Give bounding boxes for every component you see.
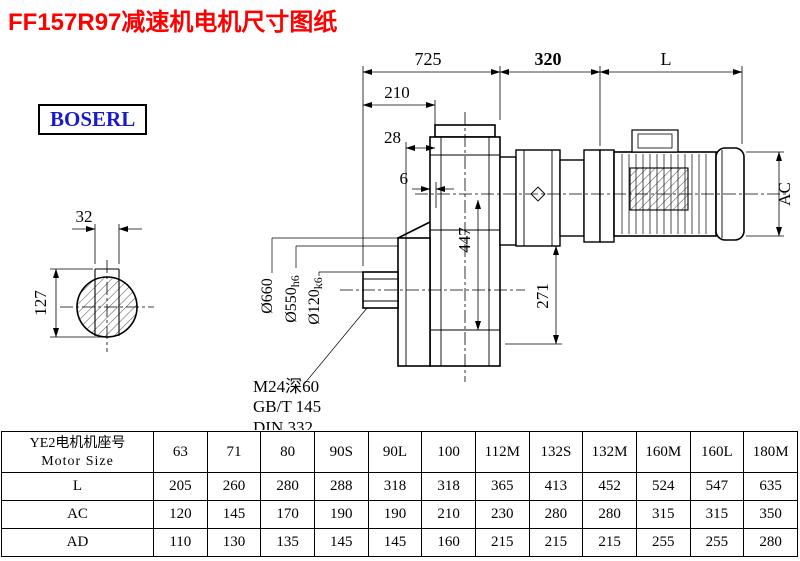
table-cell: 288 (313, 472, 369, 501)
table-cell: 315 (689, 500, 745, 529)
table-cell: 255 (689, 528, 745, 557)
motor-flange (599, 149, 615, 243)
table-cell: 315 (635, 500, 691, 529)
motor (599, 129, 745, 243)
table-cell: 260 (206, 472, 262, 501)
dim-725-label: 725 (415, 49, 442, 69)
output-flange (397, 237, 431, 367)
dim-32: 32 (72, 207, 142, 264)
dim-top-chain: 725 320 L (362, 49, 743, 266)
dim-127-label: 127 (31, 290, 50, 316)
table-cell: 215 (528, 528, 584, 557)
size-col-header: 112M (474, 431, 530, 473)
page-title: FF157R97减速机电机尺寸图纸 (8, 9, 338, 36)
size-col-header: 180M (743, 431, 798, 473)
dim-127: 127 (31, 268, 104, 338)
dia-120-label: Ø120k6 (306, 277, 325, 325)
size-col-header: 160M (635, 431, 691, 473)
dim-28-label: 28 (384, 128, 401, 147)
size-col-header: 80 (260, 431, 315, 473)
gearbox-body (362, 124, 501, 367)
size-col-header: 132S (528, 431, 584, 473)
header-label-cn: YE2电机机座号 (29, 435, 126, 451)
table-header-motor-size: YE2电机机座号 Motor Size (1, 431, 154, 473)
table-cell: 145 (367, 528, 423, 557)
table-row-AD: AD 110 130 135 145 145 160 215 215 215 2… (1, 528, 798, 557)
table-cell: 280 (582, 500, 637, 529)
dim-320-label: 320 (535, 49, 562, 69)
dim-6-label: 6 (400, 169, 409, 188)
table-cell: 170 (260, 500, 315, 529)
table-cell: 255 (635, 528, 691, 557)
table-cell: 318 (367, 472, 423, 501)
dim-28: 28 (384, 128, 436, 238)
size-col-header: 63 (153, 431, 208, 473)
brand-logo: BOSERL (38, 104, 148, 135)
table-cell: 350 (743, 500, 798, 529)
table-cell: 130 (206, 528, 262, 557)
standard-din: DIN 332 (253, 418, 313, 430)
size-col-header: 100 (421, 431, 476, 473)
table-cell: 135 (260, 528, 315, 557)
dim-6: 6 (400, 169, 454, 208)
table-cell: 635 (743, 472, 798, 501)
dim-447-label: 447 (455, 227, 474, 253)
table-cell: 160 (421, 528, 476, 557)
dim-L-label: L (661, 49, 672, 69)
table-cell: 190 (367, 500, 423, 529)
dim-447: 447 (455, 199, 482, 331)
table-cell: 215 (474, 528, 530, 557)
table-cell: 280 (528, 500, 584, 529)
table-cell: 190 (313, 500, 369, 529)
table-cell: 145 (313, 528, 369, 557)
table-row-L: L 205 260 280 288 318 318 365 413 452 52… (1, 472, 798, 501)
table-cell: 230 (474, 500, 530, 529)
size-col-header: 90L (367, 431, 423, 473)
size-col-header: 132M (582, 431, 637, 473)
size-col-header: 160L (689, 431, 745, 473)
thread-spec: M24深60 (253, 377, 319, 396)
table-header-row: YE2电机机座号 Motor Size 63 71 80 90S 90L 100… (1, 431, 798, 473)
table-cell: 205 (153, 472, 208, 501)
size-col-header: 90S (313, 431, 369, 473)
table-cell: 280 (743, 528, 798, 557)
adapter-housing (499, 149, 601, 247)
table-cell: 145 (206, 500, 262, 529)
dim-ac: AC (746, 151, 794, 237)
table-cell: 365 (474, 472, 530, 501)
table-cell: 110 (153, 528, 208, 557)
header-label-en: Motor Size (41, 453, 114, 469)
dim-210: 210 (362, 83, 436, 125)
motor-size-table: YE2电机机座号 Motor Size 63 71 80 90S 90L 100… (1, 431, 798, 557)
table-cell: 524 (635, 472, 691, 501)
centerlines (60, 112, 788, 382)
dim-32-label: 32 (76, 207, 93, 226)
size-col-header: 71 (206, 431, 262, 473)
row-label: AC (1, 500, 154, 529)
dim-210-label: 210 (384, 83, 410, 102)
thread-note: M24深60 GB/T 145 DIN 332 (253, 307, 368, 430)
dim-ac-label: AC (775, 182, 794, 206)
row-label: AD (1, 528, 154, 557)
table-cell: 210 (421, 500, 476, 529)
table-cell: 120 (153, 500, 208, 529)
table-cell: 318 (421, 472, 476, 501)
dimension-drawing: 32 127 725 320 L 210 28 6 (31, 49, 794, 430)
table-cell: 547 (689, 472, 745, 501)
dia-660-label: Ø660 (259, 278, 276, 314)
table-cell: 280 (260, 472, 315, 501)
motor-core-section (629, 167, 689, 211)
table-cell: 413 (528, 472, 584, 501)
standard-gbt: GB/T 145 (253, 397, 321, 416)
dim-271-label: 271 (533, 283, 552, 309)
table-row-AC: AC 120 145 170 190 190 210 230 280 280 3… (1, 500, 798, 529)
diameter-callouts: Ø660 Ø550h6 Ø120k6 (259, 237, 398, 325)
dia-550-label: Ø550h6 (283, 275, 302, 323)
table-cell: 452 (582, 472, 637, 501)
row-label: L (1, 472, 154, 501)
dim-271: 271 (505, 245, 562, 345)
table-cell: 215 (582, 528, 637, 557)
